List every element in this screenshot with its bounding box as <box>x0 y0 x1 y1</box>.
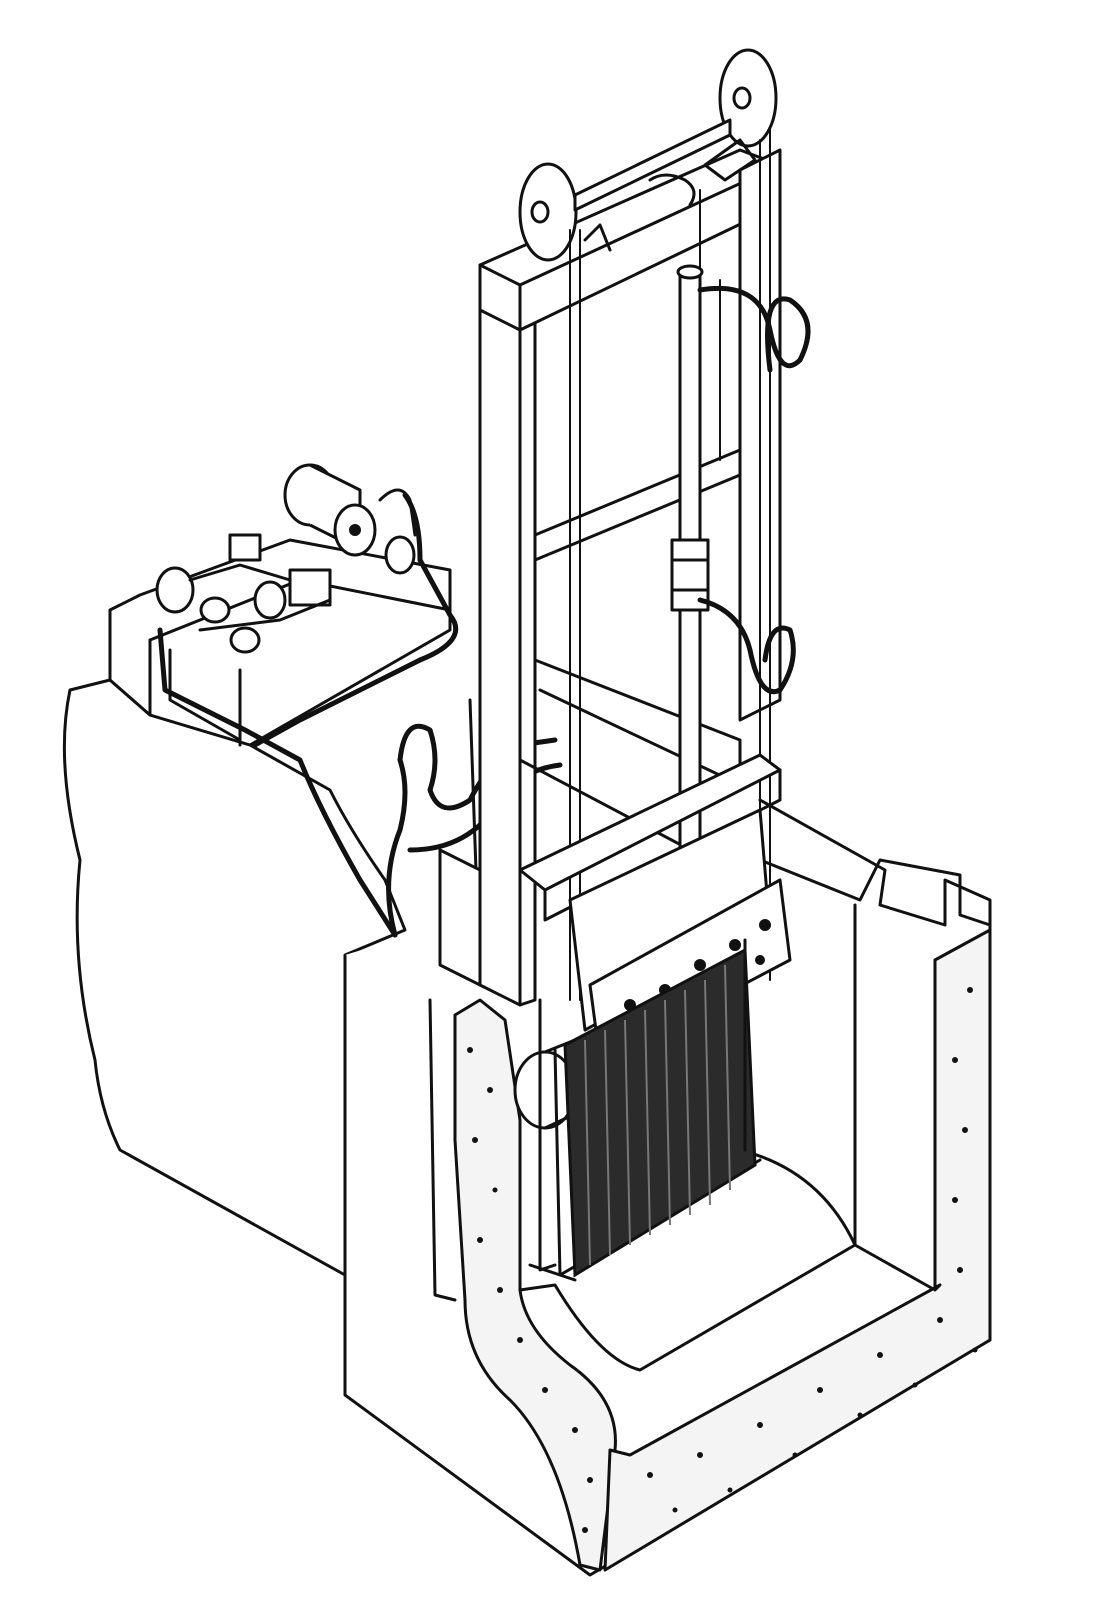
hydraulic-power-unit-icon <box>108 463 452 747</box>
pulley-icon <box>518 48 778 262</box>
left-ground-block <box>62 678 407 1277</box>
bar-screen <box>553 947 757 1282</box>
guide-rails <box>538 938 747 1272</box>
concrete-texture <box>467 987 978 1533</box>
cylinder-hoses <box>697 285 811 694</box>
